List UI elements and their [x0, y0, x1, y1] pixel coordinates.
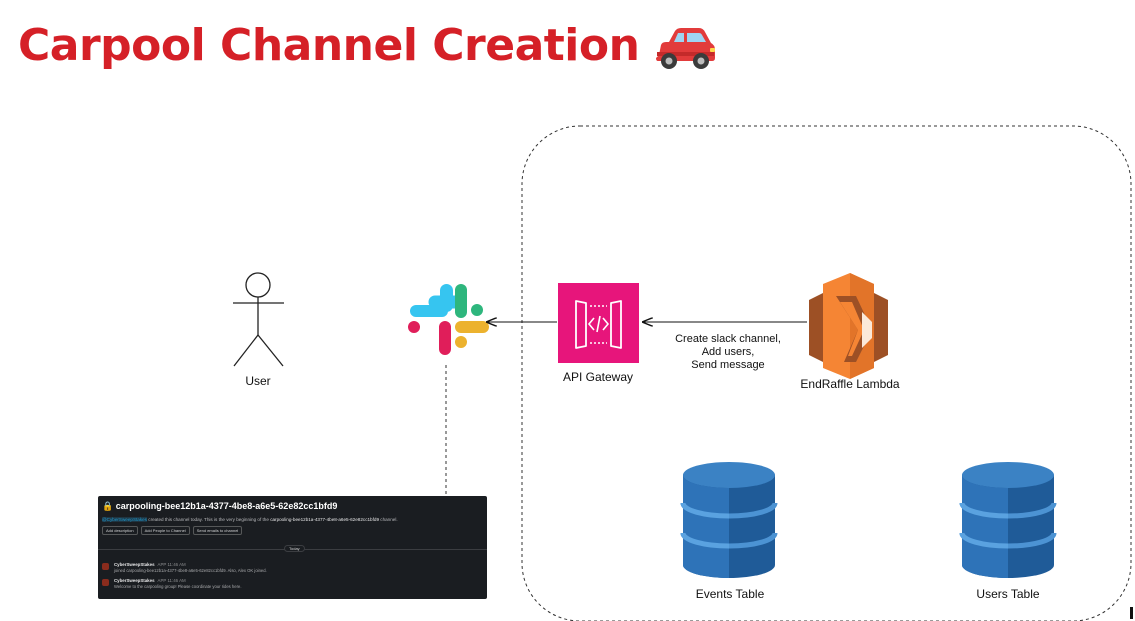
user-icon — [233, 272, 284, 367]
lambda-icon — [809, 273, 888, 379]
events-table-label: Events Table — [695, 587, 765, 601]
page-title: Carpool Channel Creation — [18, 14, 717, 78]
slack-logo-icon — [408, 284, 489, 355]
slack-channel-screenshot: 🔒 carpooling-bee12b1a-4377-4be8-a6e5-62e… — [98, 496, 487, 599]
send-emails-button[interactable]: Send emails to channel — [192, 526, 243, 535]
api-gateway-label: API Gateway — [562, 370, 634, 384]
message-text: joined carpooling-bee12b1a-4377-4be8-a6e… — [114, 568, 267, 573]
avatar — [102, 563, 109, 570]
dynamodb-icon — [959, 462, 1057, 578]
edge-label-line: Add users, — [701, 346, 755, 358]
add-people-button[interactable]: Add People to Channel — [140, 526, 190, 535]
channel-name: 🔒 carpooling-bee12b1a-4377-4be8-a6e5-62e… — [102, 501, 337, 512]
dynamodb-icon — [680, 462, 778, 578]
cloud-boundary — [521, 125, 1132, 621]
intro-channel: carpooling-bee12b1a-4377-4be8-a6e5-62e82… — [270, 517, 379, 522]
corner-mark — [1130, 607, 1133, 619]
channel-intro: @CyberSweepStakes created this channel t… — [102, 517, 398, 522]
avatar — [102, 579, 109, 586]
intro-text: created this channel today. This is the … — [147, 517, 271, 522]
edge-label-line: Send message — [691, 359, 765, 371]
intro-end: channel. — [379, 517, 398, 522]
message-meta: APP 11:46 AM — [157, 578, 186, 583]
today-divider: Today — [284, 545, 305, 552]
edge-label-line: Create slack channel, — [675, 333, 781, 345]
car-icon — [656, 28, 716, 69]
author-name: CyberSweepStakes — [114, 578, 155, 583]
api-gateway-icon — [558, 283, 639, 363]
message-meta: APP 11:46 AM — [157, 562, 186, 567]
users-table-label: Users Table — [976, 587, 1040, 601]
user-label: User — [245, 374, 271, 388]
channel-name-text: carpooling-bee12b1a-4377-4be8-a6e5-62e82… — [115, 501, 338, 511]
add-description-button[interactable]: Add description — [102, 526, 138, 535]
lock-icon: 🔒 — [102, 501, 114, 511]
message-text: Welcome to the carpooling group! Please … — [114, 584, 242, 589]
author-name: CyberSweepStakes — [114, 562, 155, 567]
lambda-to-api-edge-label: Create slack channel, Add users, Send me… — [662, 333, 794, 372]
title-text: Carpool Channel Creation — [18, 20, 640, 71]
intro-mention: @CyberSweepStakes — [102, 517, 148, 522]
lambda-label: EndRaffle Lambda — [800, 377, 900, 391]
channel-actions: Add description Add People to Channel Se… — [102, 526, 243, 535]
